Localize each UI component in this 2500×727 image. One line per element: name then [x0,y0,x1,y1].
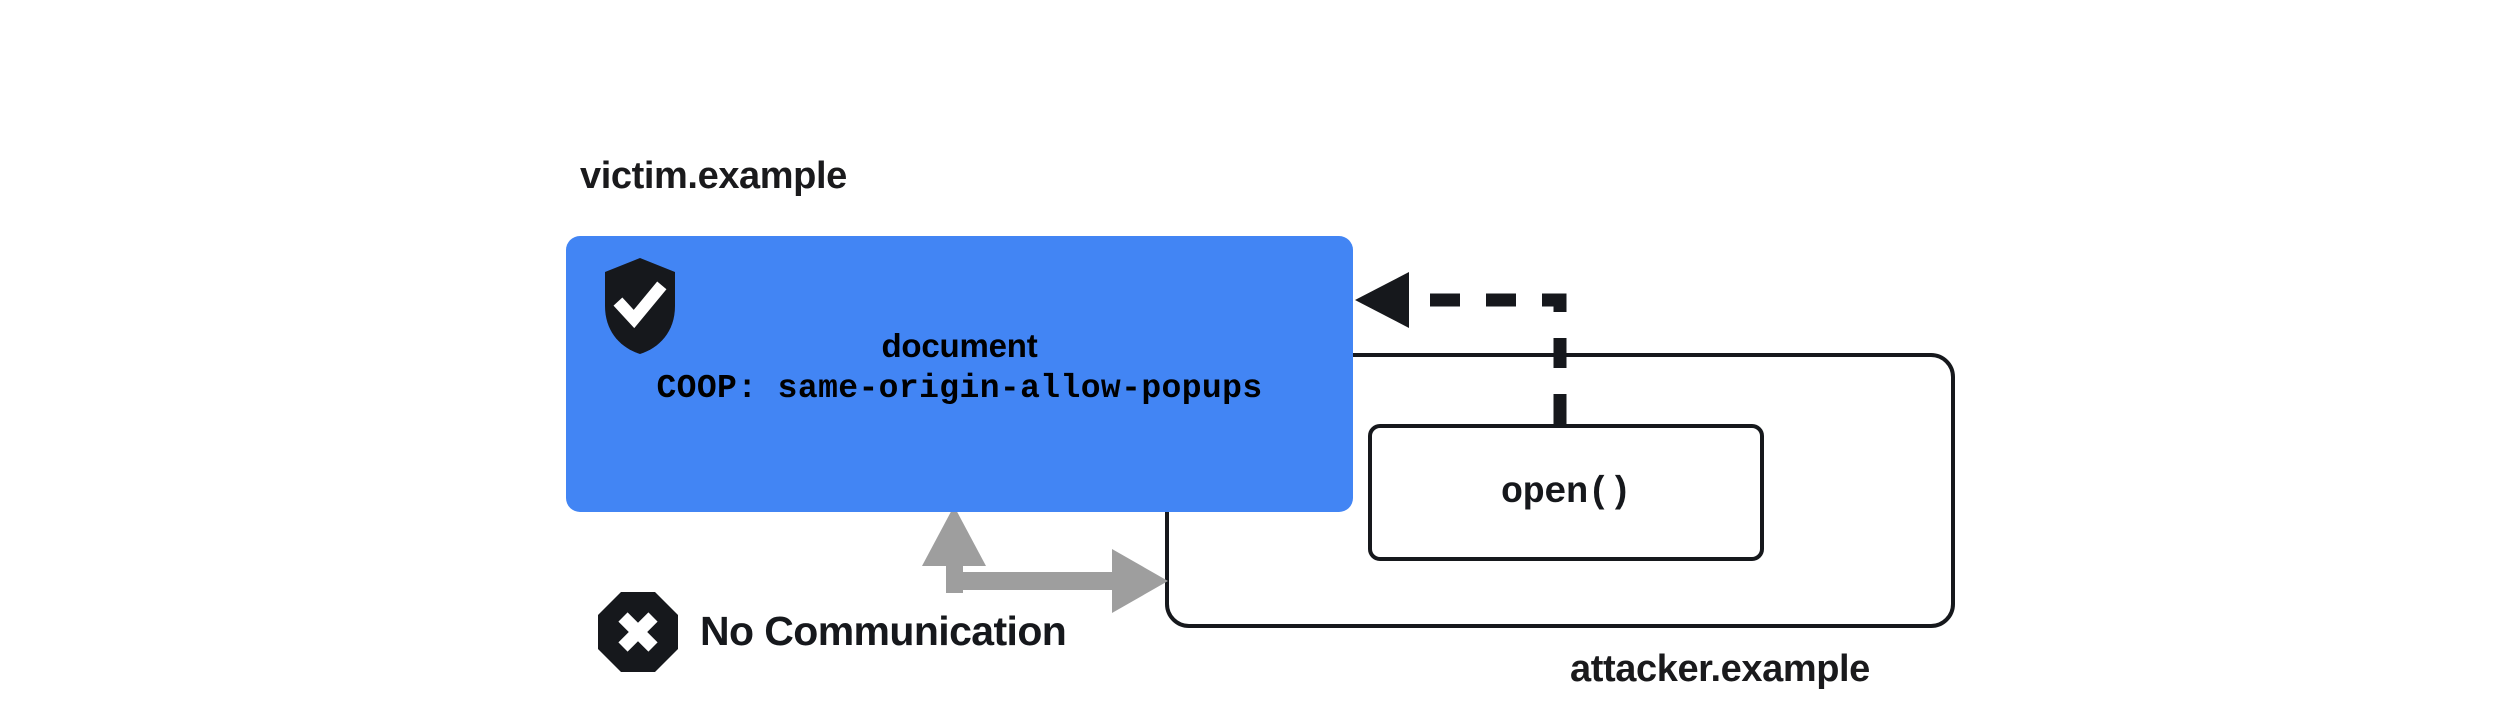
shield-check-icon [602,256,678,356]
open-call-box: open() [1368,424,1764,561]
attacker-origin-label: attacker.example [1570,648,1870,690]
victim-origin-label: victim.example [580,155,847,197]
coop-header-value: COOP: same-origin-allow-popups [656,370,1263,407]
open-popup-dashed-arrow [1355,272,1567,424]
victim-document-box [566,236,1353,512]
document-label: document [881,327,1038,364]
open-call-label: open() [1500,471,1632,514]
octagon-x-icon [597,591,679,673]
no-communication-label: No Communication [700,608,1067,654]
victim-document-text: document COOP: same-origin-allow-popups [566,326,1353,412]
no-communication-arrow [922,506,1168,613]
